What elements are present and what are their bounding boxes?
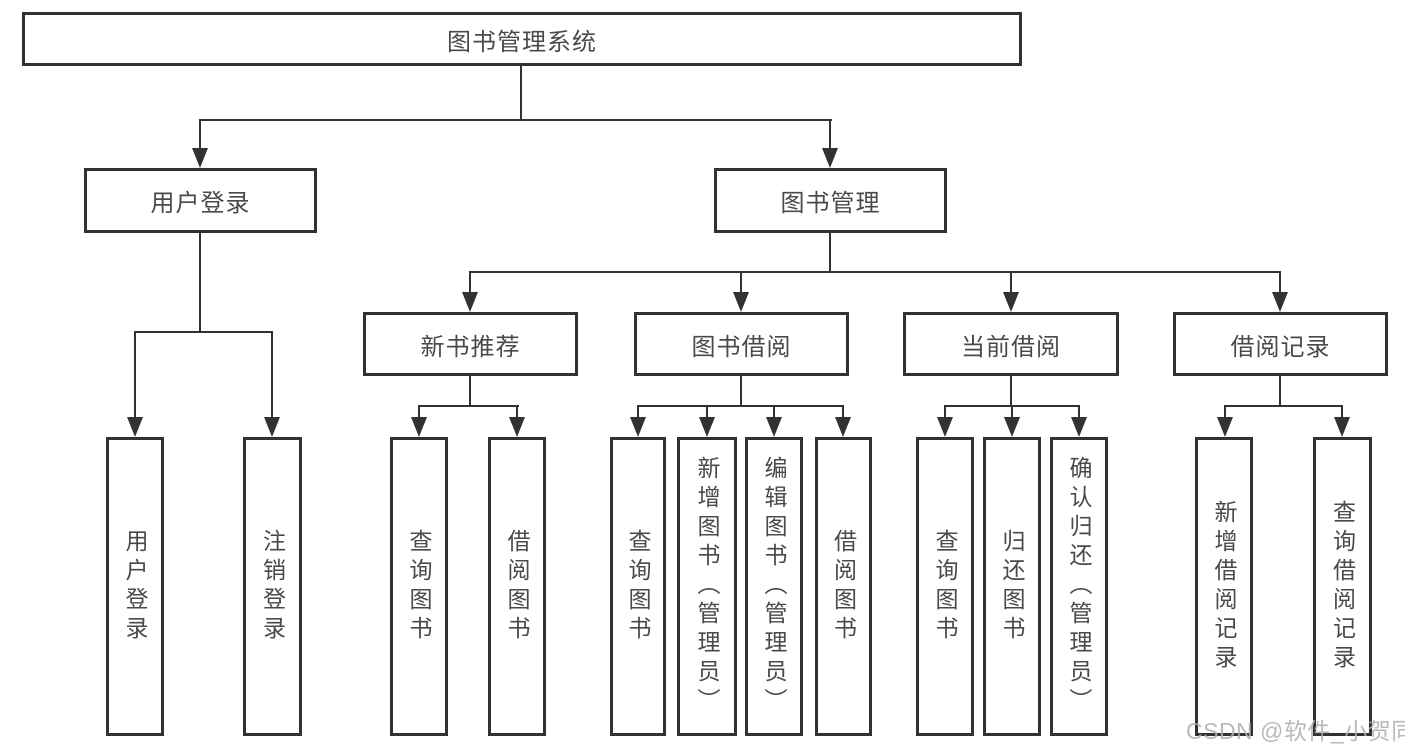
node-root: 图书管理系统 bbox=[22, 12, 1022, 66]
node-book-borrow: 图书借阅 bbox=[634, 312, 849, 376]
arrowhead-icon bbox=[822, 148, 838, 168]
node-user-login: 用户登录 bbox=[84, 168, 317, 233]
connector-drop bbox=[773, 405, 775, 418]
arrowhead-icon bbox=[733, 292, 749, 312]
connector-drop bbox=[1011, 405, 1013, 418]
connector-userlogin-stem bbox=[199, 233, 201, 333]
connector-level3-bar bbox=[469, 271, 1281, 273]
node-leaf-bb-borrow-books: 借阅图书 bbox=[815, 437, 872, 736]
arrowhead-icon bbox=[1004, 417, 1020, 437]
arrowhead-icon bbox=[835, 417, 851, 437]
node-leaf-logout: 注销登录 bbox=[243, 437, 302, 736]
connector-drop bbox=[469, 271, 471, 293]
arrowhead-icon bbox=[1071, 417, 1087, 437]
arrowhead-icon bbox=[462, 292, 478, 312]
connector-stem bbox=[740, 376, 742, 407]
node-leaf-bb-edit-books-admin: 编辑图书（管理员） bbox=[745, 437, 803, 736]
node-leaf-br-query-record: 查询借阅记录 bbox=[1313, 437, 1372, 736]
arrowhead-icon bbox=[1003, 292, 1019, 312]
connector-stem bbox=[1279, 376, 1281, 407]
node-borrow-record: 借阅记录 bbox=[1173, 312, 1388, 376]
connector-drop bbox=[637, 405, 639, 418]
connector-drop bbox=[1224, 405, 1226, 418]
arrowhead-icon bbox=[1334, 417, 1350, 437]
connector-drop bbox=[418, 405, 420, 418]
connector-drop bbox=[944, 405, 946, 418]
connector-drop bbox=[1010, 271, 1012, 293]
arrowhead-icon bbox=[411, 417, 427, 437]
connector-drop bbox=[271, 331, 273, 418]
connector-bar bbox=[1224, 405, 1343, 407]
node-leaf-cb-query-books: 查询图书 bbox=[916, 437, 974, 736]
arrowhead-icon bbox=[192, 148, 208, 168]
arrowhead-icon bbox=[937, 417, 953, 437]
node-current-borrow: 当前借阅 bbox=[903, 312, 1119, 376]
connector-userlogin-drop bbox=[199, 119, 201, 149]
node-leaf-cb-return-books: 归还图书 bbox=[983, 437, 1041, 736]
node-leaf-br-add-record: 新增借阅记录 bbox=[1195, 437, 1253, 736]
connector-bar bbox=[637, 405, 844, 407]
arrowhead-icon bbox=[264, 417, 280, 437]
connector-drop bbox=[740, 271, 742, 293]
connector-root-stem bbox=[520, 66, 522, 120]
connector-bar bbox=[418, 405, 519, 407]
connector-drop bbox=[842, 405, 844, 418]
node-leaf-bb-query-books: 查询图书 bbox=[610, 437, 666, 736]
connector-drop bbox=[1279, 271, 1281, 293]
connector-level2-bar bbox=[199, 119, 832, 121]
node-book-mgmt: 图书管理 bbox=[714, 168, 947, 233]
node-leaf-nbr-query-books: 查询图书 bbox=[390, 437, 448, 736]
csdn-watermark: CSDN @软件_小贺同学 bbox=[1186, 718, 1405, 744]
connector-drop bbox=[706, 405, 708, 418]
connector-drop bbox=[516, 405, 518, 418]
node-leaf-bb-add-books-admin: 新增图书（管理员） bbox=[677, 437, 737, 736]
connector-stem bbox=[1010, 376, 1012, 407]
node-leaf-nbr-borrow-books: 借阅图书 bbox=[488, 437, 546, 736]
connector-bookmgmt-drop bbox=[829, 119, 831, 149]
connector-drop bbox=[134, 331, 136, 418]
arrowhead-icon bbox=[699, 417, 715, 437]
node-new-book-rec: 新书推荐 bbox=[363, 312, 578, 376]
arrowhead-icon bbox=[509, 417, 525, 437]
node-leaf-user-login: 用户登录 bbox=[106, 437, 164, 736]
arrowhead-icon bbox=[1217, 417, 1233, 437]
node-leaf-cb-confirm-return-admin: 确认归还（管理员） bbox=[1050, 437, 1108, 736]
arrowhead-icon bbox=[127, 417, 143, 437]
arrowhead-icon bbox=[766, 417, 782, 437]
arrowhead-icon bbox=[630, 417, 646, 437]
arrowhead-icon bbox=[1272, 292, 1288, 312]
connector-userlogin-bar bbox=[134, 331, 273, 333]
connector-bookmgmt-stem bbox=[829, 233, 831, 273]
connector-drop bbox=[1341, 405, 1343, 418]
connector-drop bbox=[1078, 405, 1080, 418]
connector-stem bbox=[469, 376, 471, 407]
